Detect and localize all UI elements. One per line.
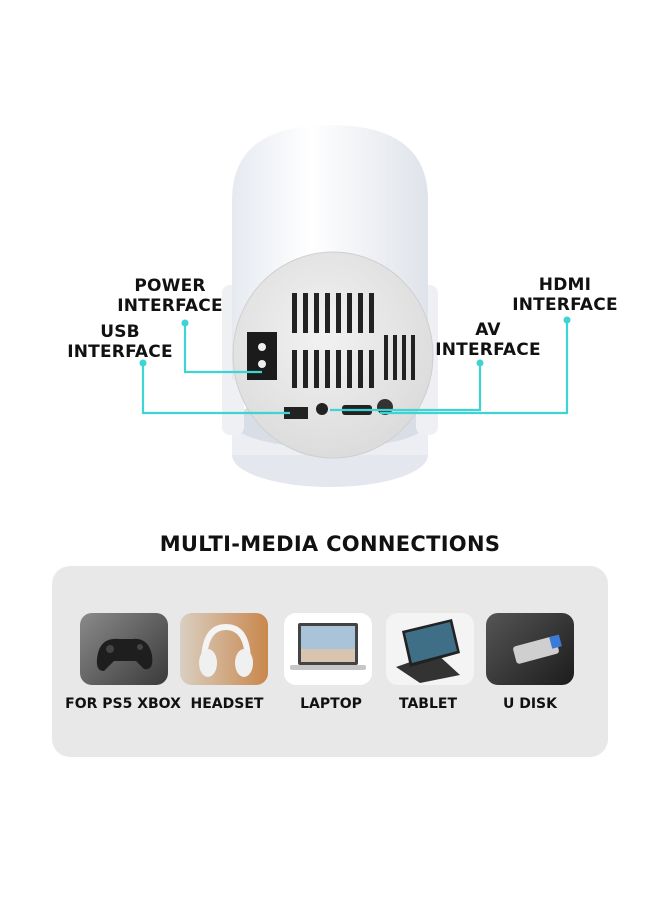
usb-interface-label: USB INTERFACE bbox=[60, 322, 180, 362]
device-label-laptop: LAPTOP bbox=[300, 696, 362, 712]
label-line: INTERFACE bbox=[512, 295, 618, 315]
projector-illustration bbox=[139, 125, 571, 487]
device-label-headset: HEADSET bbox=[190, 696, 264, 712]
device-label-gamepad: FOR PS5 XBOX bbox=[65, 696, 181, 712]
gamepad-icon bbox=[80, 613, 168, 685]
laptop-icon bbox=[284, 613, 372, 685]
tablet-icon bbox=[386, 613, 474, 685]
hdmi-interface-label: HDMI INTERFACE bbox=[505, 275, 625, 315]
device-label-tablet: TABLET bbox=[398, 696, 457, 712]
label-line: POWER bbox=[134, 276, 206, 296]
label-line: USB bbox=[100, 322, 140, 342]
label-line: INTERFACE bbox=[117, 296, 223, 316]
label-line: INTERFACE bbox=[67, 342, 173, 362]
headphones-icon bbox=[180, 613, 268, 685]
device-label-udisk: U DISK bbox=[502, 696, 557, 712]
label-line: AV bbox=[475, 320, 501, 340]
av-port bbox=[316, 403, 328, 415]
av-interface-label: AV INTERFACE bbox=[428, 320, 548, 360]
label-line: INTERFACE bbox=[435, 340, 541, 360]
section-title: MULTI-MEDIA CONNECTIONS bbox=[159, 532, 501, 556]
power-interface-label: POWER INTERFACE bbox=[110, 276, 230, 316]
usb-drive-icon bbox=[486, 613, 574, 685]
label-line: HDMI bbox=[538, 275, 592, 295]
usb-port bbox=[284, 407, 308, 419]
